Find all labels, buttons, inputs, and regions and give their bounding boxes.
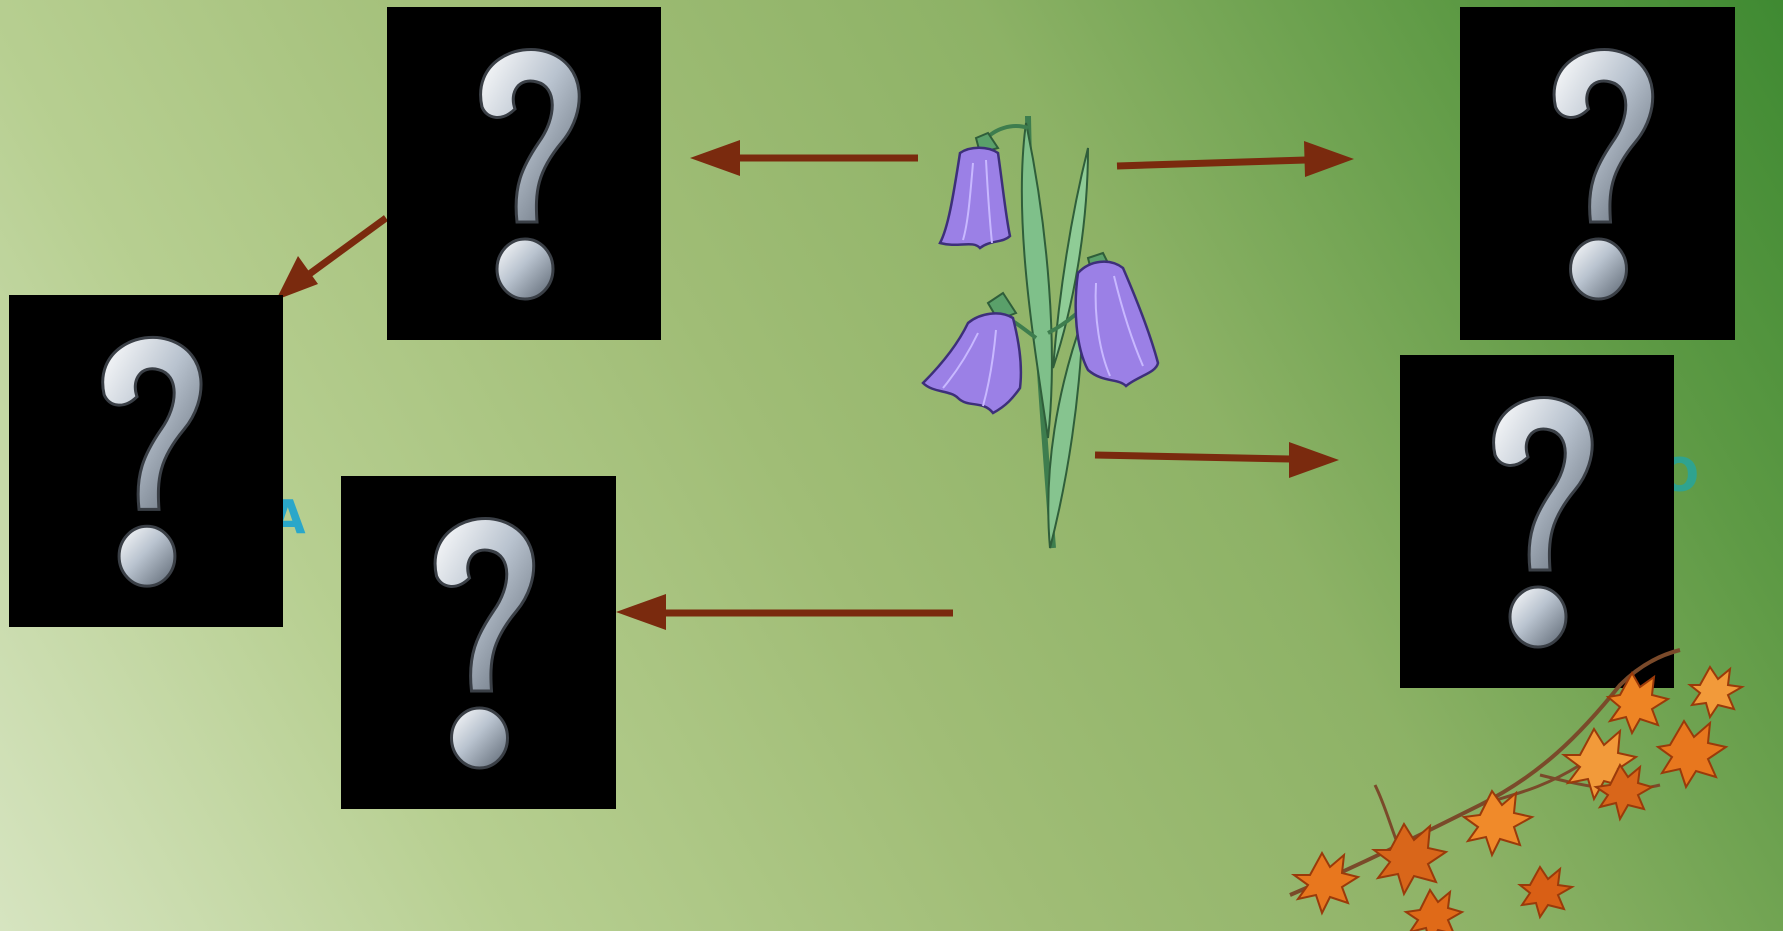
question-mark-icon <box>101 335 203 588</box>
question-card-left[interactable] <box>9 295 283 627</box>
question-mark-icon <box>479 47 581 301</box>
question-mark-icon <box>1552 47 1655 301</box>
question-mark-icon <box>1492 395 1594 649</box>
arrow-to-top-right <box>1116 141 1354 177</box>
arrow-to-bottom-left <box>616 594 953 630</box>
question-card-top-right[interactable] <box>1460 7 1735 340</box>
arrow-to-right <box>1094 442 1339 478</box>
question-card-right[interactable] <box>1400 355 1674 688</box>
question-card-bottom-left[interactable] <box>341 476 616 809</box>
question-card-top-left[interactable] <box>387 7 661 340</box>
arrow-to-top-left <box>690 140 918 176</box>
question-mark-icon <box>433 516 536 770</box>
autumn-leaves-icon <box>1289 648 1746 931</box>
bellflower-icon <box>921 115 1160 549</box>
arrow-to-left <box>276 215 389 300</box>
